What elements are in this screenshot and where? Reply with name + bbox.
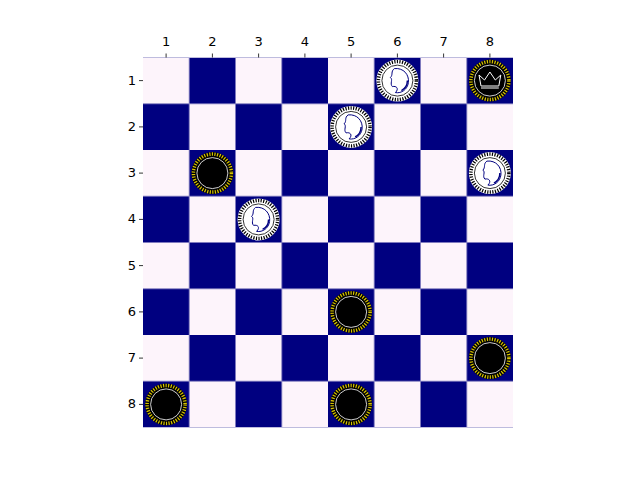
black-pieces: [145, 152, 511, 425]
column-number: 5: [347, 34, 355, 50]
row-number: 5: [128, 258, 136, 274]
row-number: 1: [128, 73, 136, 89]
column-number: 8: [486, 34, 494, 50]
column-number: 7: [439, 34, 447, 50]
row-number: 4: [128, 211, 136, 227]
column-number: 4: [301, 34, 309, 50]
row-number: 3: [128, 165, 136, 181]
tick-marks: [139, 54, 490, 405]
row-number: 8: [128, 396, 136, 412]
column-number: 3: [254, 34, 262, 50]
board-squares: [143, 58, 513, 428]
column-number: 6: [393, 34, 401, 50]
white-pieces: [238, 60, 511, 241]
row-number: 6: [128, 304, 136, 320]
row-number: 2: [128, 119, 136, 135]
black-king: [469, 60, 511, 102]
column-number: 2: [208, 34, 216, 50]
column-number: 1: [162, 34, 170, 50]
row-number: 7: [128, 350, 136, 366]
